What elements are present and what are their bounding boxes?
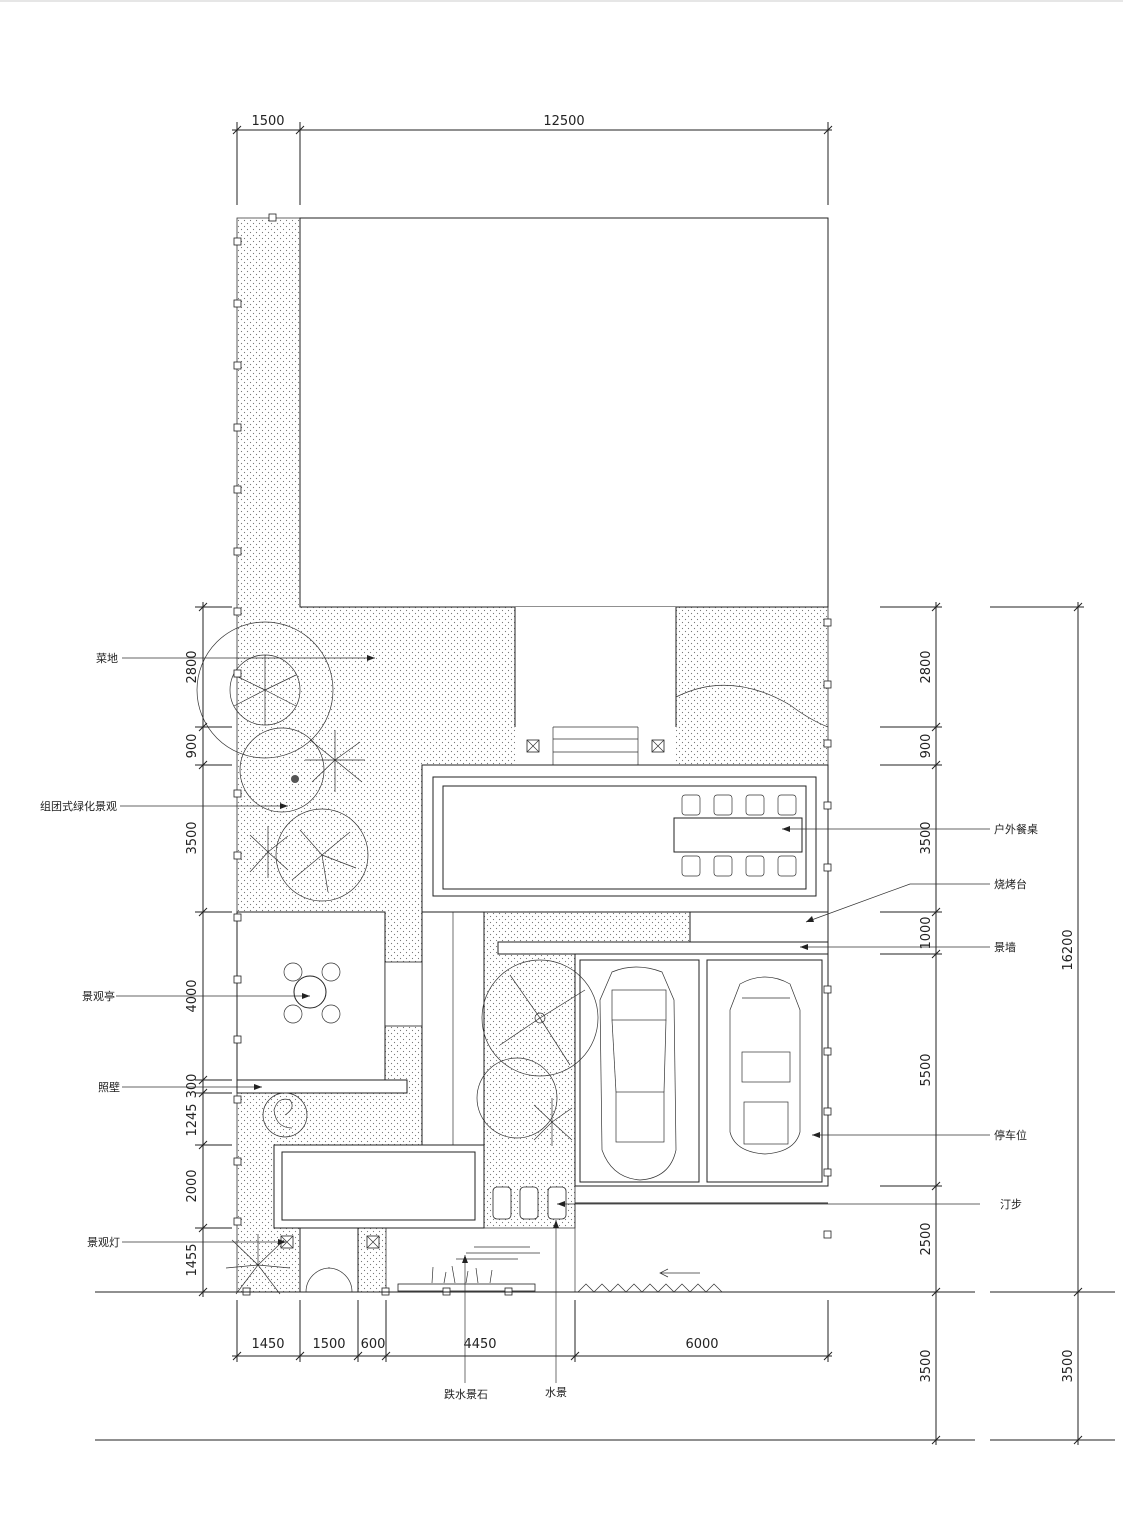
label-bbq: 烧烤台 (994, 877, 1027, 891)
fence-posts-west (233, 213, 277, 1226)
dimension-bottom: 1450 1500 600 4450 6000 (232, 1300, 833, 1362)
dimension-right-total: 16200 3500 (990, 602, 1084, 1445)
shrub-icon (249, 826, 289, 878)
leaders (116, 655, 990, 1383)
dim-right-6: 2500 (919, 1222, 934, 1255)
flow-arrow-icon (659, 1268, 700, 1278)
dim-left-7: 2000 (185, 1169, 200, 1202)
tree-icon (481, 959, 599, 1077)
bbq-counter (689, 911, 829, 943)
water-feature (397, 1203, 723, 1293)
dim-bottom-1: 1450 (251, 1337, 284, 1352)
dimension-right: 2800 900 3500 1000 5500 2500 3500 (880, 602, 942, 1445)
label-landscape-lamp: 景观灯 (87, 1236, 120, 1249)
dim-right-7: 3500 (919, 1349, 934, 1382)
label-pavilion: 景观亭 (82, 989, 115, 1003)
tree-icon (476, 1057, 558, 1139)
lamp-icon (526, 739, 540, 753)
dim-bottom-2: 1500 (312, 1337, 345, 1352)
dimension-left: 2800 900 3500 4000 300 1245 2000 1455 (185, 602, 232, 1297)
dim-left-6: 1245 (185, 1103, 200, 1136)
car-icon (599, 966, 677, 1181)
gate (299, 1227, 359, 1293)
label-screen-wall: 照壁 (98, 1080, 120, 1094)
label-fountain-rock: 跌水景石 (444, 1387, 488, 1401)
dim-right-3: 3500 (919, 821, 934, 854)
lamp-icon (366, 1235, 380, 1249)
dim-left-5: 300 (185, 1074, 200, 1099)
dim-bottom-4: 4450 (463, 1337, 496, 1352)
outdoor-dining-terrace (421, 764, 829, 913)
dim-right-2: 900 (919, 734, 934, 759)
dim-bottom-5: 6000 (685, 1337, 718, 1352)
stepping-stones (492, 1186, 567, 1220)
dim-left-2: 900 (185, 734, 200, 759)
dim-left-1: 2800 (185, 650, 200, 683)
dim-left-8: 1455 (185, 1243, 200, 1276)
tree-icon (275, 808, 369, 902)
chair-icon (681, 794, 797, 877)
lamp-icon (651, 739, 665, 753)
fence-posts-east (823, 618, 832, 1239)
dining-table (673, 817, 803, 853)
dim-top-1: 1500 (251, 114, 284, 129)
feature-wall (497, 941, 829, 955)
pool (273, 1144, 485, 1229)
house-footprint (299, 217, 829, 608)
tree-icon (196, 621, 334, 759)
label-outdoor-dining: 户外餐桌 (994, 822, 1038, 836)
dim-right-5: 5500 (919, 1053, 934, 1086)
label-water-feature: 水景 (545, 1386, 567, 1399)
tree-icon (262, 1092, 308, 1138)
shrub-icon (533, 1098, 573, 1146)
label-feature-wall: 景墙 (994, 940, 1016, 954)
tree-icon (239, 727, 325, 813)
dim-bottom-3: 600 (361, 1337, 386, 1352)
dim-total-1: 16200 (1061, 929, 1076, 970)
shrub-icon (305, 730, 365, 792)
car-icon (729, 976, 801, 1155)
shrub-icon (225, 1234, 291, 1295)
dim-right-1: 2800 (919, 650, 934, 683)
dim-top-2: 12500 (543, 114, 584, 129)
dim-right-4: 1000 (919, 916, 934, 949)
dim-left-3: 3500 (185, 821, 200, 854)
label-vegetable-plot: 菜地 (96, 652, 118, 665)
dim-total-2: 3500 (1061, 1349, 1076, 1382)
parking-area (574, 953, 829, 1204)
label-stepping-stones: 汀步 (1000, 1198, 1022, 1211)
screen-wall (236, 1079, 408, 1094)
dimension-top: 1500 12500 (232, 114, 833, 205)
label-parking: 停车位 (994, 1128, 1027, 1142)
label-cluster-greening: 组团式绿化景观 (40, 799, 117, 813)
